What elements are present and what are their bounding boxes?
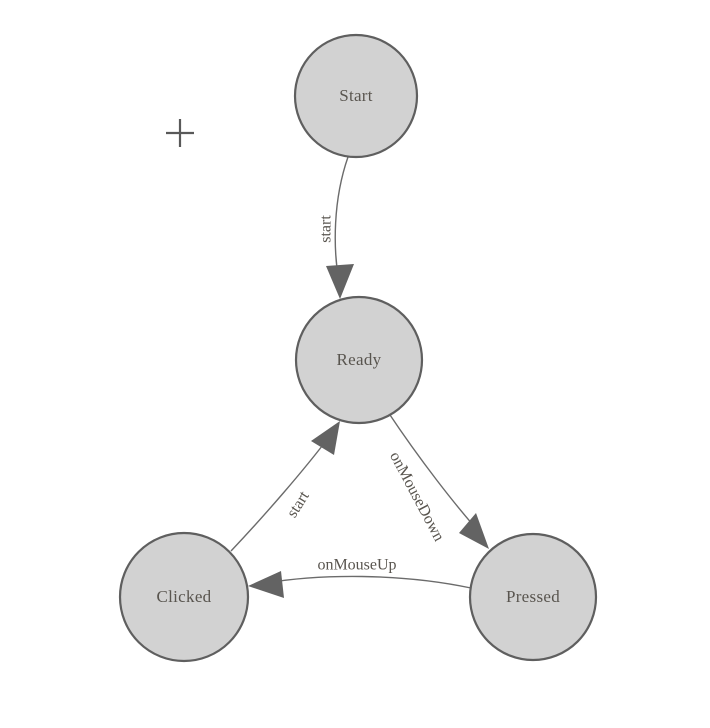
node-pressed-circle[interactable] (468, 532, 598, 662)
node-ready-label: Ready (337, 350, 382, 369)
edge-pressed-to-clicked-arrowhead (248, 571, 284, 598)
edge-start-to-ready[interactable]: start (318, 156, 354, 299)
node-clicked[interactable]: Clicked (118, 531, 250, 663)
edge-label-ready-to-pressed: onMouseDown (386, 449, 447, 544)
node-start[interactable]: Start (293, 33, 419, 159)
node-clicked-circle[interactable] (118, 531, 250, 663)
node-start-label: Start (339, 86, 373, 105)
edge-pressed-to-clicked[interactable]: onMouseUp (248, 557, 472, 598)
node-clicked-label: Clicked (157, 587, 212, 606)
crosshair-icon (166, 119, 194, 147)
edge-label-start-to-ready: start (318, 215, 335, 243)
edge-label-clicked-to-ready: start (284, 488, 313, 521)
edge-clicked-to-ready-arrowhead (311, 421, 340, 455)
node-ready[interactable]: Ready (294, 295, 424, 425)
edge-ready-to-pressed[interactable]: onMouseDown (386, 411, 489, 549)
node-ready-circle[interactable] (294, 295, 424, 425)
node-pressed[interactable]: Pressed (468, 532, 598, 662)
edge-label-pressed-to-clicked: onMouseUp (317, 557, 396, 574)
edge-clicked-to-ready[interactable]: start (230, 421, 340, 552)
edge-ready-to-pressed-arrowhead (459, 513, 489, 549)
edge-pressed-to-clicked-path (265, 575, 472, 589)
node-start-circle[interactable] (293, 33, 419, 159)
node-pressed-label: Pressed (506, 587, 560, 606)
edge-start-to-ready-path (334, 156, 349, 283)
edge-clicked-to-ready-path (230, 436, 330, 552)
edge-start-to-ready-arrowhead (326, 264, 354, 299)
